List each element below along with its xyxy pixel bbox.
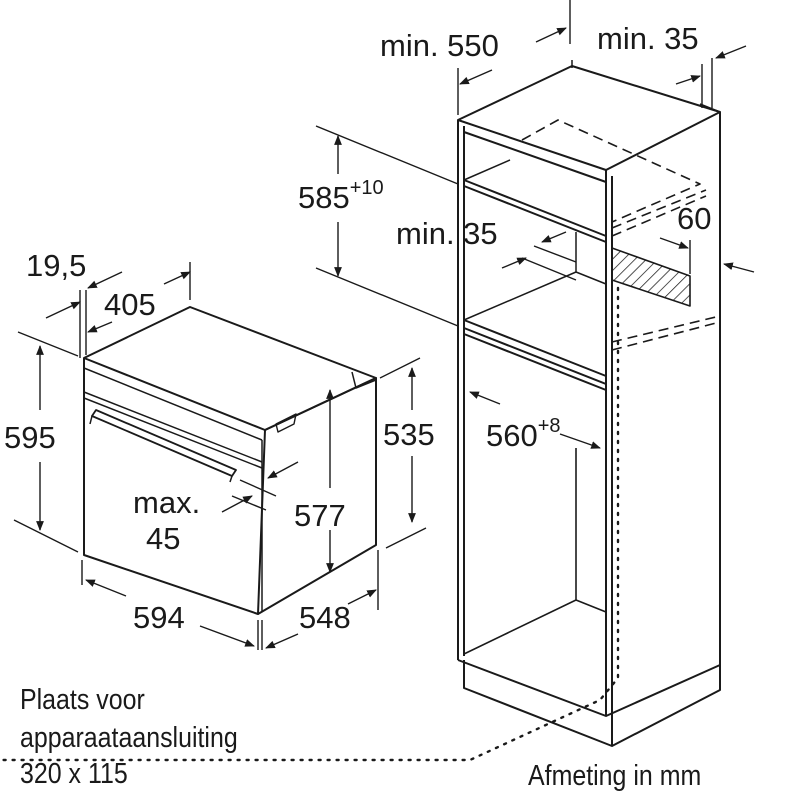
dim-front-panel-depth: 19,5 (26, 248, 87, 283)
dim-door-clearance-label: max. (133, 485, 201, 520)
connection-note-line1: Plaats voor (20, 684, 145, 716)
dim-body-depth: 548 (299, 600, 351, 635)
dim-door-clearance-value: 45 (146, 521, 181, 556)
dim-body-height: 535 (383, 417, 435, 452)
dim-width: 594 (133, 600, 185, 635)
dim-total-height: 595 (4, 420, 56, 455)
cabinet-drawing (0, 60, 721, 762)
connection-note-line2: apparaataansluiting (20, 722, 238, 754)
dim-top-depth: 405 (104, 287, 156, 322)
dim-shelf-gap: min. 35 (396, 216, 498, 251)
dim-rear-gap-top: min. 35 (597, 21, 699, 56)
dimension-lines (13, 0, 755, 650)
units-note: Afmeting in mm (528, 760, 702, 792)
oven-drawing (83, 306, 377, 615)
dim-min-depth: min. 550 (380, 28, 499, 63)
dim-inner-height: 577 (294, 498, 346, 533)
connection-note-line3: 320 x 115 (20, 758, 128, 790)
dim-niche-width: 560+8 (486, 415, 561, 453)
dim-niche-height: 585+10 (298, 177, 384, 215)
dim-vent-gap: 60 (677, 201, 712, 236)
